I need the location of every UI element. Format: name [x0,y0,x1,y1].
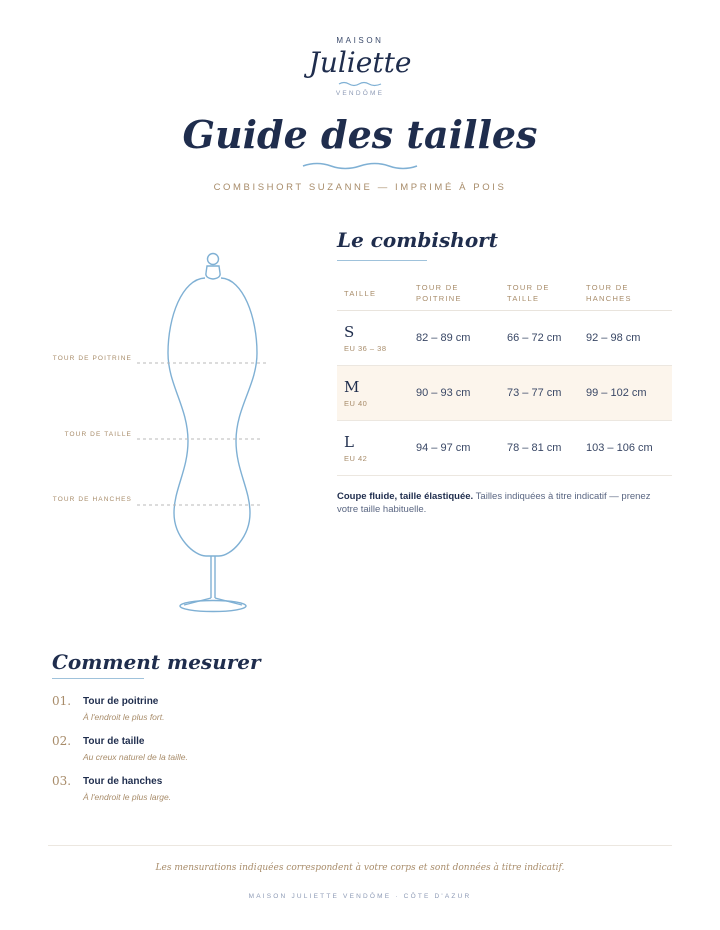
step-description: À l'endroit le plus large. [83,792,172,802]
waist-value: 66 – 72 cm [507,332,562,344]
mannequin-illustration: TOUR DE POITRINE TOUR DE TAILLE TOUR DE … [0,245,300,625]
header-size: TAILLE [344,288,377,298]
footer-note: Les mensurations indiquées correspondent… [155,863,565,873]
table-row: L EU 42 94 – 97 cm 78 – 81 cm 103 – 106 … [337,421,672,476]
page-title: Guide des tailles [182,112,538,157]
how-to-title-rule [52,678,144,679]
fit-note-text: Tailles indiquées à titre indicatif — pr… [337,491,651,515]
step-number: 02. [52,734,72,748]
size-eu: EU 36 – 38 [344,344,387,353]
size-letter: M [344,378,360,396]
step-name: Tour de taille [83,736,145,747]
size-letter: L [344,433,354,451]
step-number: 03. [52,774,72,788]
step-name: Tour de hanches [83,776,163,787]
chest-value: 90 – 93 cm [416,387,471,399]
size-table-title-rule [337,260,427,261]
product-subtitle: COMBISHORT SUZANNE — IMPRIMÉ À POIS [213,182,507,193]
hips-value: 92 – 98 cm [586,332,641,344]
step-description: À l'endroit le plus fort. [83,712,165,722]
size-cell: S EU 36 – 38 [337,323,416,353]
chest-value: 94 – 97 cm [416,442,471,454]
size-eu: EU 40 [344,399,368,408]
chest-label: TOUR DE POITRINE [52,355,132,362]
brand-wave-icon [338,81,382,87]
step-name: Tour de poitrine [83,696,159,707]
waist-value: 73 – 77 cm [507,387,562,399]
footer-brand: MAISON JULIETTE VENDÔME · CÔTE D'AZUR [248,893,472,900]
brand-bottom: VENDÔME [335,90,385,97]
hips-label: TOUR DE HANCHES [52,496,132,503]
hips-value: 99 – 102 cm [586,387,647,399]
mannequin-icon [137,252,268,613]
chest-value: 82 – 89 cm [416,332,471,344]
waist-value: 78 – 81 cm [507,442,562,454]
table-row-highlighted: M EU 40 90 – 93 cm 73 – 77 cm 99 – 102 c… [337,366,672,421]
size-table-title: Le combishort [337,228,498,252]
step-number: 01. [52,694,72,708]
fit-note-bold: Coupe fluide, taille élastiquée. [337,491,474,502]
fit-note: Coupe fluide, taille élastiquée. Tailles… [337,490,672,516]
size-letter: S [344,323,355,341]
footer-divider [48,845,672,846]
size-cell: L EU 42 [337,433,416,463]
size-cell: M EU 40 [337,378,416,408]
brand-top: MAISON [336,36,384,45]
title-wave-icon [302,162,418,170]
brand-logo: MAISON Juliette VENDÔME [0,36,720,97]
brand-name: Juliette [308,46,412,79]
how-to-title: Comment mesurer [52,650,261,674]
hips-value: 103 – 106 cm [586,442,653,454]
step-description: Au creux naturel de la taille. [83,752,188,762]
size-eu: EU 42 [344,454,368,463]
table-row: S EU 36 – 38 82 – 89 cm 66 – 72 cm 92 – … [337,311,672,366]
waist-label: TOUR DE TAILLE [64,431,132,438]
